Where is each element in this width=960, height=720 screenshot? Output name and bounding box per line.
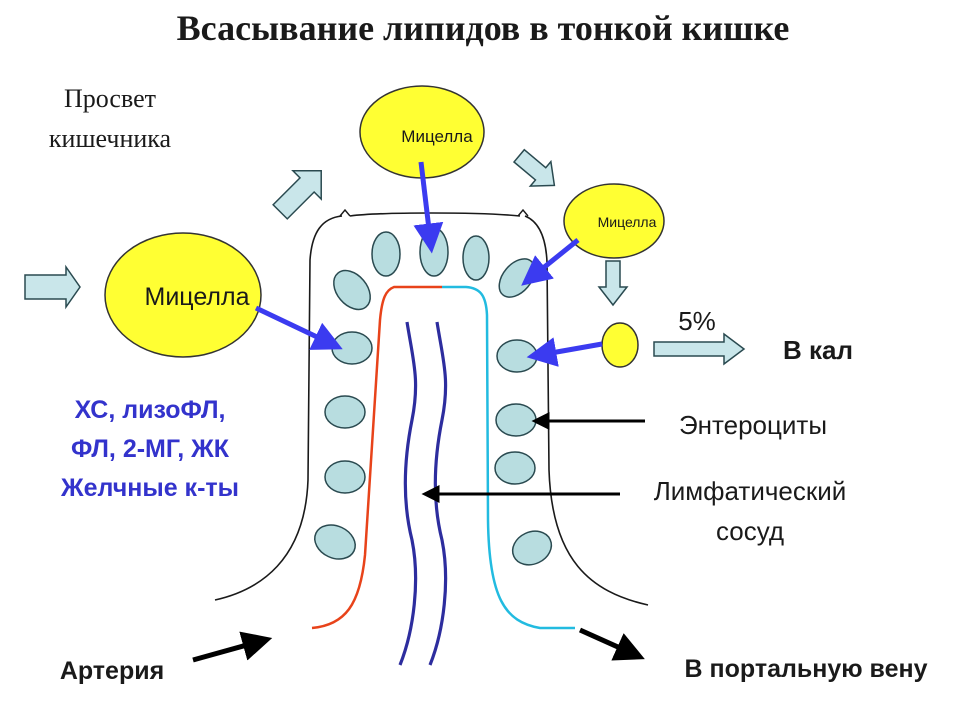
lymphatic-label-line2: сосуд xyxy=(716,516,784,546)
micelle-top-label: Мицелла xyxy=(401,127,473,146)
lumen-label-line1: Просвет xyxy=(64,84,156,113)
percent-label: 5% xyxy=(678,306,716,336)
absorption-arrow xyxy=(254,305,343,350)
portal-vein-pointer-arrow xyxy=(578,627,645,661)
lipids-label-line3: Желчные к-ты xyxy=(60,474,239,502)
feces-flow-arrow xyxy=(653,332,746,366)
enterocytes xyxy=(314,227,553,566)
micelle-large-label: Мицелла xyxy=(145,283,250,311)
lumen-label-line2: кишечника xyxy=(49,124,172,153)
enterocyte-cell xyxy=(324,395,366,429)
enterocyte-cell xyxy=(371,231,401,277)
lymphatic-vessel-left xyxy=(398,321,418,666)
micelle-small xyxy=(601,322,639,368)
vein-vessel xyxy=(442,285,575,630)
lipids-label-line1: ХС, лизоФЛ, xyxy=(75,396,226,424)
lipids-label-line2: ФЛ, 2-МГ, ЖК xyxy=(71,435,230,463)
absorption-arrow xyxy=(526,337,603,367)
artery-pointer-arrow xyxy=(192,631,273,663)
enterocyte-cell xyxy=(331,331,373,365)
enterocyte-cell xyxy=(314,524,356,560)
villus-outline xyxy=(214,212,649,606)
enterocyte-cell xyxy=(419,227,449,277)
artery-label: Артерия xyxy=(60,657,164,685)
lymphatic-label-line1: Лимфатический xyxy=(654,476,847,506)
enterocyte-cell xyxy=(494,451,536,485)
enterocyte-cell xyxy=(333,269,371,311)
enterocyte-cell xyxy=(496,339,538,373)
portal-vein-label: В портальную вену xyxy=(685,655,928,683)
entry-flow-arrow xyxy=(24,264,81,310)
flow-arrow-down-right xyxy=(512,148,556,187)
flow-arrow-down xyxy=(597,260,629,307)
enterocyte-cell xyxy=(511,530,553,566)
villus-brush-border xyxy=(339,208,529,217)
enterocyte-cell xyxy=(462,235,490,281)
enterocyte-cell xyxy=(324,460,366,494)
flow-arrow-up xyxy=(272,170,322,220)
enterocyte-cell xyxy=(495,403,537,437)
absorption-arrow xyxy=(521,238,580,286)
artery-vessel xyxy=(311,285,442,630)
micelle-large xyxy=(104,232,262,358)
enterocytes-label: Энтероциты xyxy=(679,410,827,440)
micelle-right-label: Мицелла xyxy=(598,214,657,230)
feces-label: В кал xyxy=(783,335,853,365)
micelle-right xyxy=(563,183,665,259)
absorption-arrow xyxy=(413,161,444,254)
page-title: Всасывание липидов в тонкой кишке xyxy=(177,8,790,48)
